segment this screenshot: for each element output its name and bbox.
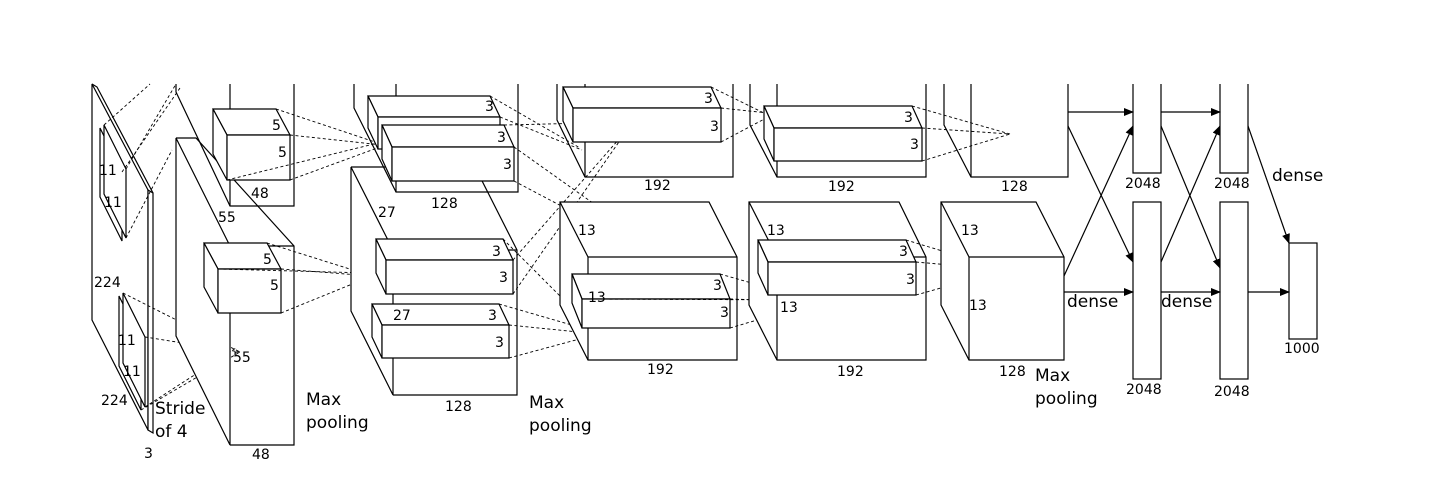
label: 3 xyxy=(488,308,497,324)
label: dense xyxy=(1161,292,1212,312)
label: 2048 xyxy=(1125,176,1161,192)
label: 11 xyxy=(99,163,117,179)
label: 27 xyxy=(393,308,411,324)
label: 48 xyxy=(252,447,270,463)
label: 3 xyxy=(485,99,494,115)
conv4-kernel-bottom xyxy=(757,239,917,263)
dense2-top xyxy=(1219,84,1249,174)
label: 2048 xyxy=(1214,176,1250,192)
label: 128 xyxy=(445,399,472,415)
label: 5 xyxy=(270,278,279,294)
label: 2048 xyxy=(1126,382,1162,398)
conv3-kernel-top xyxy=(562,86,722,109)
label: 5 xyxy=(263,252,272,268)
label: 192 xyxy=(828,179,855,195)
label: 5 xyxy=(272,118,281,134)
label: 13 xyxy=(780,300,798,316)
label: 55 xyxy=(218,210,236,226)
conv4-kernel-top xyxy=(763,105,923,129)
label: 3 xyxy=(710,119,719,135)
input-volume-side xyxy=(147,188,154,435)
label: Max xyxy=(306,390,341,410)
output-layer xyxy=(1288,242,1318,340)
label: 55 xyxy=(233,350,251,366)
label: 13 xyxy=(578,223,596,239)
dense2-bottom xyxy=(1219,201,1249,380)
label: 11 xyxy=(118,333,136,349)
conv2-kernel-top-2 xyxy=(381,124,515,148)
input-layer xyxy=(91,83,154,435)
label: 224 xyxy=(101,393,128,409)
label: 13 xyxy=(969,298,987,314)
label: 3 xyxy=(899,244,908,260)
label: 128 xyxy=(431,196,458,212)
label: 3 xyxy=(904,110,913,126)
dense1-top xyxy=(1132,84,1162,174)
label: dense xyxy=(1272,166,1323,186)
label: 3 xyxy=(144,446,153,462)
label: 128 xyxy=(1001,179,1028,195)
label: 3 xyxy=(495,335,504,351)
label: 192 xyxy=(647,362,674,378)
label: 192 xyxy=(644,178,671,194)
diagram-labels: 11 11 224 11 11 224 Stride of 4 3 5 5 48… xyxy=(94,91,1323,463)
label: 11 xyxy=(123,364,141,380)
label: 224 xyxy=(94,275,121,291)
conv2-kernel-top-1 xyxy=(367,95,501,118)
label: 27 xyxy=(378,205,396,221)
label: 3 xyxy=(704,91,713,107)
label: Max xyxy=(1035,366,1070,386)
conv5-bottom xyxy=(940,201,1065,361)
label: 13 xyxy=(588,290,606,306)
label: 128 xyxy=(999,364,1026,380)
label: 13 xyxy=(767,223,785,239)
label: pooling xyxy=(306,413,369,433)
dense1-bottom xyxy=(1132,201,1162,380)
conv4-layer xyxy=(748,84,927,361)
label: of 4 xyxy=(155,422,188,442)
dense-layers xyxy=(1132,84,1318,380)
label: 192 xyxy=(837,364,864,380)
label: 3 xyxy=(713,278,722,294)
conv5-layer xyxy=(940,84,1069,361)
label: pooling xyxy=(529,416,592,436)
label: 3 xyxy=(497,130,506,146)
label: 1000 xyxy=(1284,341,1320,357)
conv1-layer xyxy=(175,84,295,446)
label: 2048 xyxy=(1214,384,1250,400)
dense-connections xyxy=(1063,108,1290,296)
label: 5 xyxy=(278,145,287,161)
label: 48 xyxy=(251,186,269,202)
conv1-to-conv2-connections xyxy=(217,108,383,314)
label: 3 xyxy=(720,305,729,321)
label: 3 xyxy=(910,137,919,153)
conv3-layer xyxy=(556,84,738,361)
conv2-layer xyxy=(350,84,519,396)
label: 3 xyxy=(503,157,512,173)
label: 13 xyxy=(961,223,979,239)
label: 3 xyxy=(492,244,501,260)
label: dense xyxy=(1067,292,1118,312)
label: pooling xyxy=(1035,389,1098,409)
label: 3 xyxy=(906,272,915,288)
label: 11 xyxy=(104,195,122,211)
label: Max xyxy=(529,393,564,413)
label: Stride xyxy=(155,399,205,419)
label: 3 xyxy=(499,270,508,286)
